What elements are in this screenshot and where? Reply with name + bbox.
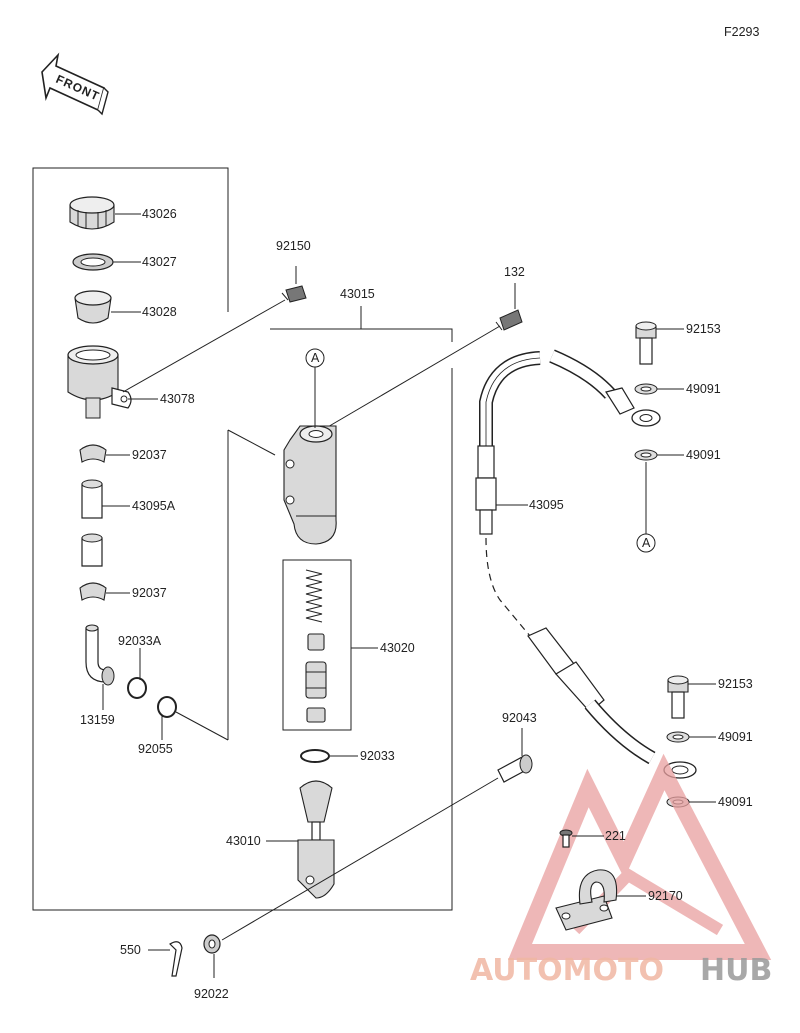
diaphragm [74,290,112,324]
figure-code: F2293 [724,25,759,39]
bolt-132 [495,309,523,331]
hose-clamp-lower [79,582,107,601]
label-92043: 92043 [502,711,537,725]
bolt-92150 [281,285,307,303]
watermark-text-hub: HUB [700,953,772,988]
label-132: 132 [504,265,525,279]
label-49091-b: 49091 [686,448,721,462]
label-43015: 43015 [340,287,375,301]
label-43095: 43095 [529,498,564,512]
label-92150: 92150 [276,239,311,253]
label-43027: 43027 [142,255,177,269]
watermark-text-auto: AUTOMOTO [470,953,664,988]
circlip [300,749,330,763]
piston-kit-box [282,559,352,731]
label-43095a: 43095A [132,499,176,513]
label-49091-a: 49091 [686,382,721,396]
reservoir-cap [69,196,115,230]
reference-a-right: A [642,536,651,550]
o-ring [157,696,177,718]
label-49091-d: 49091 [718,795,753,809]
master-cylinder-body [283,425,337,545]
label-92033: 92033 [360,749,395,763]
cotter-pin [169,941,183,977]
elbow-fitting [85,624,115,686]
label-13159: 13159 [80,713,115,727]
label-43026: 43026 [142,207,177,221]
reference-a-top: A [311,351,320,365]
label-92153-b: 92153 [718,677,753,691]
banjo-bolt-top [635,321,657,365]
banjo-bolt-lower [667,675,689,719]
hose-clamp-bracket [555,869,618,931]
label-92037-a: 92037 [132,448,167,462]
reservoir-tank [67,345,132,419]
reference-marker-a-right [636,533,656,553]
label-49091-c: 49091 [718,730,753,744]
clevis-pin [497,754,533,783]
label-92033a: 92033A [118,634,162,648]
front-arrow-icon: FRONT [41,52,109,116]
label-43010: 43010 [226,834,261,848]
label-550: 550 [120,943,141,957]
reservoir-hose [81,479,103,567]
label-92022: 92022 [194,987,229,1001]
brake-hose [475,349,697,779]
label-92170: 92170 [648,889,683,903]
push-rod [297,780,335,899]
piston-kit [305,569,327,723]
screw-221 [559,829,573,848]
label-221: 221 [605,829,626,843]
circlip-small [127,677,147,699]
label-43020: 43020 [380,641,415,655]
label-43028: 43028 [142,305,177,319]
hose-clamp [79,444,107,463]
diaphragm-plate [72,253,114,271]
label-92037-b: 92037 [132,586,167,600]
label-92153-a: 92153 [686,322,721,336]
label-92055: 92055 [138,742,173,756]
label-43078: 43078 [160,392,195,406]
